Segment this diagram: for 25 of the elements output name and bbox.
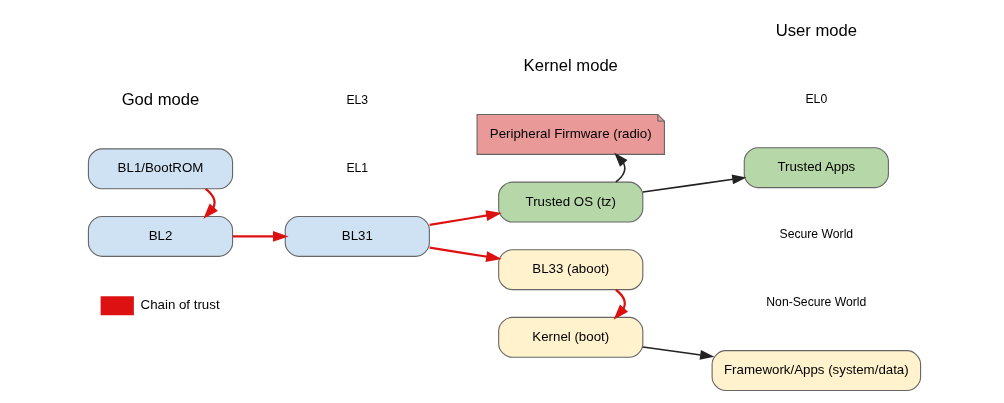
label: EL3	[346, 93, 369, 108]
arrow	[429, 210, 502, 226]
node-box: BL2	[87, 215, 234, 257]
node-box: BL1/BootROM	[87, 148, 234, 190]
arrow	[203, 188, 218, 219]
arrow	[614, 152, 628, 183]
label: EL0	[805, 92, 828, 107]
arrow	[642, 174, 747, 193]
node-box: Trusted Apps	[743, 147, 889, 189]
label: Non-Secure World	[766, 295, 867, 310]
node-box: BL31	[284, 215, 430, 257]
node-box: BL33 (aboot)	[498, 249, 644, 291]
label: God mode	[121, 90, 200, 110]
label: EL1	[346, 160, 369, 175]
arrow	[232, 231, 289, 242]
node-box: Kernel (boot)	[498, 316, 644, 358]
label: User mode	[775, 21, 857, 41]
arrow	[613, 288, 629, 320]
label: Kernel mode	[523, 55, 618, 75]
legend-label: Chain of trust	[140, 297, 220, 313]
label: Secure World	[779, 227, 854, 242]
node-box: Trusted OS (tz)	[498, 181, 644, 223]
arrow	[429, 246, 502, 262]
node-box: Framework/Apps (system/data)	[711, 350, 922, 392]
arrow	[642, 346, 715, 360]
